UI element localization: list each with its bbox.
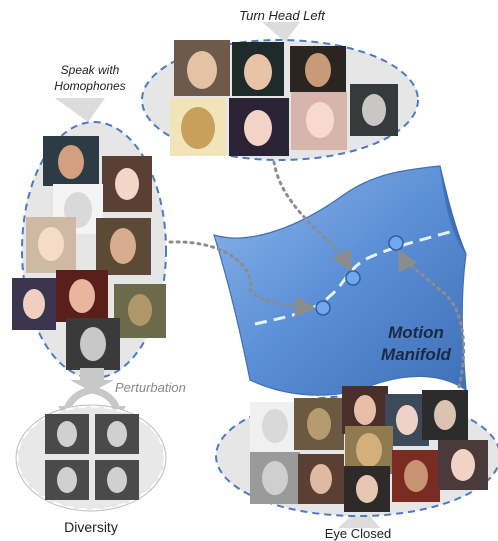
label-speak-line2: Homophones bbox=[54, 79, 125, 93]
label-motion-line1: Motion bbox=[388, 323, 444, 342]
face-shape bbox=[404, 460, 428, 492]
cluster-ellipse-outline bbox=[15, 404, 167, 512]
face-shape bbox=[181, 107, 215, 149]
face-shape bbox=[69, 279, 95, 313]
label-motion-line2: Manifold bbox=[381, 345, 451, 364]
label-diversity: Diversity bbox=[64, 519, 118, 535]
face-shape bbox=[38, 227, 64, 261]
face-shape bbox=[187, 51, 217, 89]
connector-arrow bbox=[397, 249, 466, 422]
face-shape bbox=[23, 289, 45, 319]
face-shape bbox=[262, 409, 288, 443]
face-shape bbox=[244, 110, 272, 146]
cluster-eye-closed bbox=[215, 386, 498, 528]
label-perturbation: Perturbation bbox=[115, 380, 186, 395]
connector-arrow bbox=[272, 160, 353, 272]
callout-pointer bbox=[55, 98, 105, 122]
face-shape bbox=[356, 475, 378, 503]
face-shape bbox=[107, 467, 127, 493]
face-shape bbox=[396, 405, 418, 435]
face-shape bbox=[110, 228, 136, 264]
face-shape bbox=[128, 294, 152, 326]
face-shape bbox=[310, 464, 332, 494]
face-shape bbox=[115, 168, 139, 200]
connector-arrow bbox=[168, 240, 317, 318]
face-shape bbox=[80, 327, 106, 361]
cluster-turn-head-left: Turn Head Left bbox=[141, 8, 419, 161]
face-shape bbox=[57, 467, 77, 493]
face-shape bbox=[307, 408, 331, 440]
cluster-diversity bbox=[15, 404, 167, 512]
face-shape bbox=[362, 94, 386, 126]
cluster-speak-with-homophones: Speak with Homophones bbox=[12, 63, 167, 379]
face-shape bbox=[306, 102, 334, 138]
face-shape bbox=[244, 54, 272, 90]
face-shape bbox=[356, 433, 382, 467]
face-shape bbox=[305, 53, 331, 87]
label-turn-head-left: Turn Head Left bbox=[239, 8, 326, 23]
face-shape bbox=[58, 145, 84, 179]
face-shape bbox=[262, 461, 288, 495]
label-eye-closed: Eye Closed bbox=[325, 526, 391, 541]
cluster-ellipse bbox=[15, 404, 167, 512]
face-shape bbox=[107, 421, 127, 447]
face-shape bbox=[57, 421, 77, 447]
callout-pointer bbox=[338, 506, 380, 528]
manifold-point bbox=[388, 235, 404, 251]
callout-pointer bbox=[262, 22, 300, 42]
face-shape bbox=[434, 400, 456, 430]
face-shape bbox=[451, 449, 475, 481]
face-shape bbox=[354, 395, 376, 425]
manifold-point bbox=[315, 300, 331, 316]
label-speak-line1: Speak with bbox=[61, 63, 120, 77]
manifold-point bbox=[345, 270, 361, 286]
